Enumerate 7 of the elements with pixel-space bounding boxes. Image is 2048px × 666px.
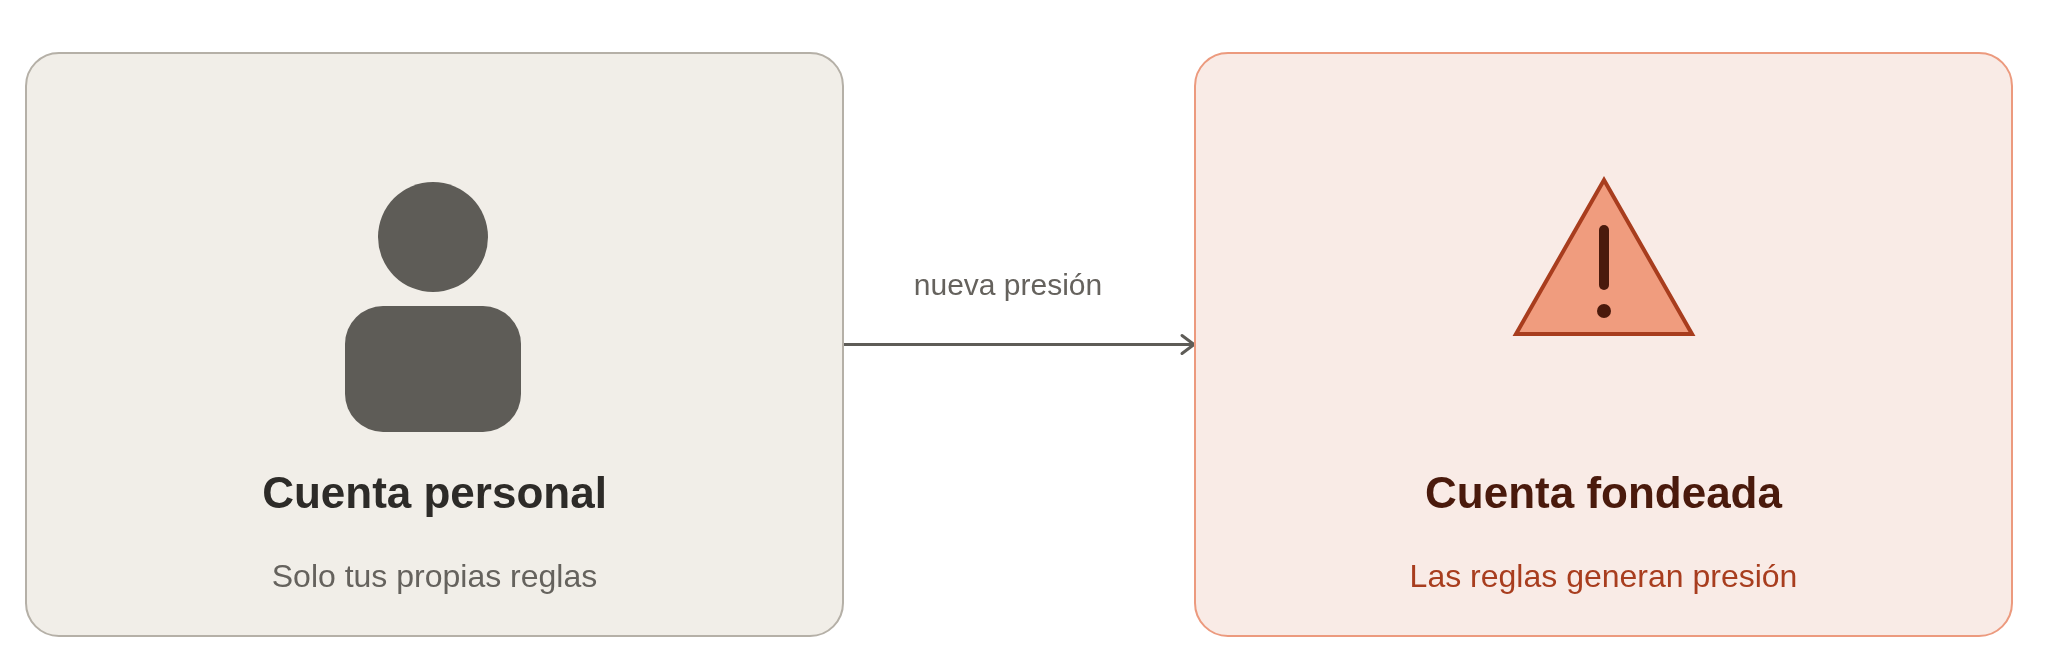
node-subtitle: Las reglas generan presión — [1408, 557, 1799, 596]
arrow — [844, 334, 1196, 355]
node-title: Cuenta personal — [261, 467, 608, 519]
node-title: Cuenta fondeada — [1424, 467, 1784, 519]
node-subtitle: Solo tus propias reglas — [270, 557, 599, 596]
rounded-card — [25, 52, 844, 637]
rounded-card — [1194, 52, 2013, 637]
